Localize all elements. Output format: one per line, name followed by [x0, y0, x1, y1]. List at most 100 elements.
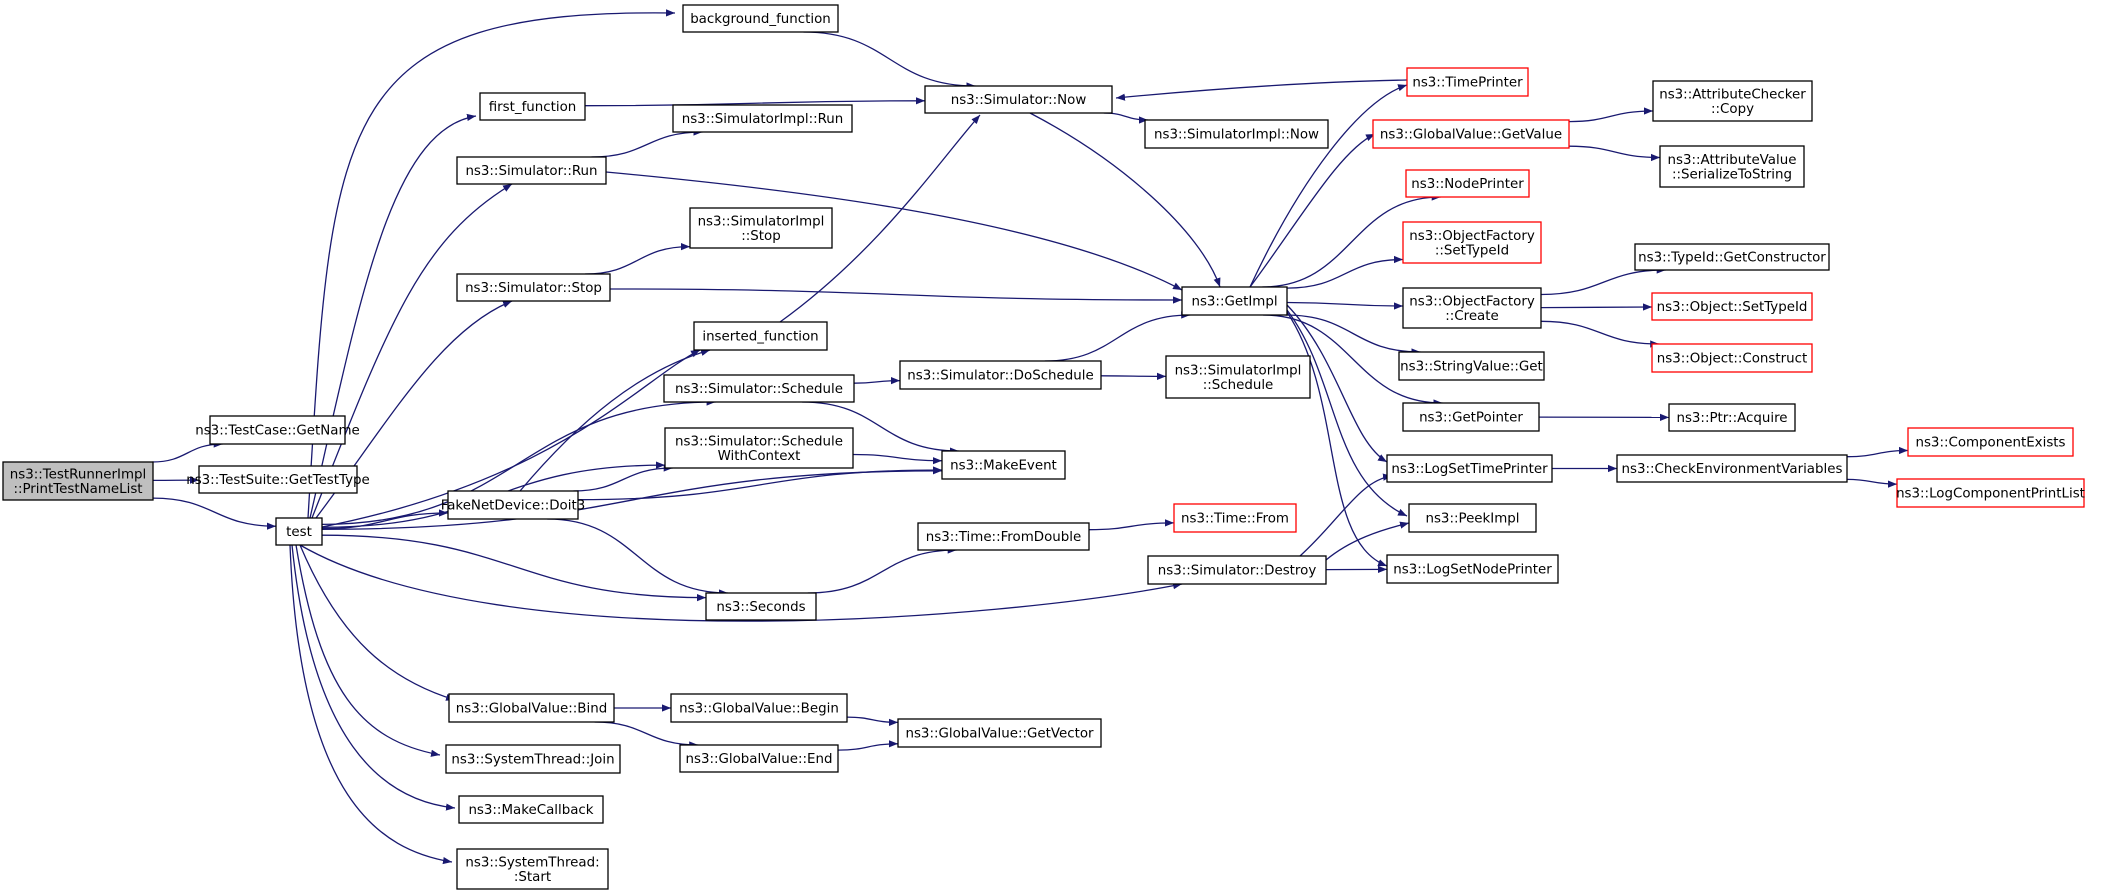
function-node[interactable]: ns3::Simulator::Destroy: [1147, 555, 1327, 585]
function-node[interactable]: ns3::TestSuite::GetTestType: [186, 465, 370, 494]
function-node[interactable]: ns3::ComponentExists: [1907, 427, 2074, 457]
node-label: ns3::LogComponentPrintList: [1896, 487, 2085, 502]
function-node[interactable]: ns3::Simulator::Stop: [456, 273, 611, 302]
function-node[interactable]: ns3::SimulatorImpl::Stop: [689, 207, 833, 249]
node-label: ns3::SimulatorImpl: [698, 214, 825, 229]
function-node[interactable]: ns3::Seconds: [705, 592, 817, 621]
function-node[interactable]: ns3::SystemThread::Join: [445, 744, 621, 774]
function-node[interactable]: ns3::MakeCallback: [458, 795, 604, 824]
node-label: ns3::GlobalValue::GetVector: [905, 727, 1094, 742]
node-label: ns3::SimulatorImpl::Now: [1154, 128, 1319, 143]
call-edge-n44-n45: [1100, 372, 1167, 380]
node-box: [1651, 343, 1813, 373]
function-node[interactable]: ns3::MakeEvent: [941, 450, 1066, 480]
call-edge-n6-n18: [1286, 301, 1404, 310]
call-edge-n18-n21: [1540, 320, 1660, 348]
function-node[interactable]: ns3::Simulator::Run: [456, 156, 607, 185]
node-label: inserted_function: [702, 330, 818, 345]
node-label: ::Copy: [1711, 102, 1754, 117]
node-box: [1402, 402, 1540, 432]
function-node[interactable]: ns3::GetImpl: [1181, 286, 1288, 316]
function-node[interactable]: ns3::GlobalValue::End: [679, 744, 839, 773]
node-label: background_function: [690, 12, 831, 27]
node-label: first_function: [489, 100, 577, 115]
node-box: [941, 450, 1066, 480]
function-node[interactable]: ns3::Object::SetTypeId: [1651, 292, 1813, 321]
function-node[interactable]: ns3::SimulatorImpl::Schedule: [1165, 355, 1311, 399]
function-node: ns3::TestRunnerImpl::PrintTestNameList: [2, 461, 154, 501]
node-label: ns3::GetPointer: [1419, 411, 1523, 426]
node-label: ns3::SimulatorImpl: [1175, 363, 1302, 378]
call-edge-n46-n6: [609, 288, 1183, 304]
function-node[interactable]: background_function: [682, 4, 839, 33]
node-label: ::PrintTestNameList: [13, 482, 142, 497]
function-node[interactable]: first_function: [479, 92, 586, 121]
node-box: [1616, 454, 1848, 483]
node-label: ns3::Simulator::Schedule: [675, 382, 843, 397]
call-edge-n3-n34: [309, 113, 477, 519]
function-node[interactable]: ns3::GlobalValue::Bind: [448, 693, 615, 723]
node-label: ns3::MakeCallback: [468, 803, 593, 818]
function-node[interactable]: ns3::AttributeValue::SerializeToString: [1659, 145, 1805, 188]
function-node[interactable]: ns3::Time::FromDouble: [917, 522, 1090, 551]
node-label: ns3::GlobalValue::Bind: [456, 702, 607, 717]
function-node[interactable]: ns3::GlobalValue::Begin: [670, 693, 848, 723]
call-edge-n30-n31: [807, 546, 957, 594]
call-edge-n3-n43: [321, 398, 716, 526]
function-node[interactable]: ns3::GlobalValue::GetVector: [897, 718, 1102, 748]
function-node[interactable]: ns3::GetPointer: [1402, 402, 1540, 432]
function-node[interactable]: ns3::Ptr::Acquire: [1668, 403, 1796, 432]
function-node[interactable]: ns3::ObjectFactory::SetTypeId: [1402, 221, 1542, 264]
function-node[interactable]: ns3::TypeId::GetConstructor: [1634, 243, 1830, 271]
function-node[interactable]: ns3::GlobalValue::GetValue: [1372, 119, 1570, 149]
call-edge-n34-n5: [584, 97, 926, 107]
node-box: [693, 321, 828, 351]
function-node[interactable]: ns3::AttributeChecker::Copy: [1652, 80, 1813, 122]
function-node[interactable]: ns3::Object::Construct: [1651, 343, 1813, 373]
function-node[interactable]: ns3::NodePrinter: [1405, 169, 1530, 198]
node-box: [1896, 478, 2085, 508]
call-edge-n6-n22: [1285, 314, 1421, 356]
node-box: [663, 374, 855, 403]
node-box: [1144, 119, 1329, 149]
function-node[interactable]: ns3::StringValue::Get: [1398, 351, 1545, 381]
node-box: [458, 795, 604, 824]
function-node[interactable]: ns3::Time::From: [1173, 503, 1297, 533]
function-node[interactable]: FakeNetDevice::Doit3: [441, 490, 586, 520]
function-node[interactable]: ns3::LogSetNodePrinter: [1386, 554, 1559, 584]
call-edge-n3-n28: [321, 349, 701, 528]
call-edge-n3-n30: [321, 534, 707, 602]
node-label: ns3::CheckEnvironmentVariables: [1622, 462, 1843, 477]
function-node[interactable]: ns3::Simulator::Schedule: [663, 374, 855, 403]
function-node[interactable]: ns3::Simulator::DoSchedule: [899, 360, 1102, 390]
function-node[interactable]: ns3::Simulator::Now: [924, 85, 1113, 114]
call-edge-n18-n20: [1540, 303, 1653, 311]
function-node[interactable]: ns3::SimulatorImpl::Run: [672, 104, 853, 133]
call-edge-n40-n25: [1325, 521, 1410, 561]
function-node[interactable]: ns3::ObjectFactory::Create: [1402, 287, 1542, 329]
node-box: [1652, 80, 1813, 122]
call-edge-n3-n40: [299, 544, 1183, 622]
node-box: [2, 461, 154, 501]
node-label: ns3::StringValue::Get: [1400, 360, 1543, 375]
call-edge-n6-n7: [1249, 133, 1376, 288]
node-label: ::Stop: [741, 229, 780, 244]
function-node[interactable]: test: [275, 517, 323, 546]
function-node[interactable]: ns3::TestCase::GetName: [195, 415, 360, 445]
function-node[interactable]: ns3::TimePrinter: [1406, 67, 1529, 97]
function-node[interactable]: ns3::SystemThread::Start: [456, 848, 609, 890]
node-box: [456, 273, 611, 302]
function-node[interactable]: ns3::SimulatorImpl::Now: [1144, 119, 1329, 149]
node-box: [1386, 554, 1559, 584]
function-node[interactable]: ns3::LogSetTimePrinter: [1386, 454, 1553, 483]
call-edge-n41-n6: [605, 171, 1183, 291]
function-node[interactable]: ns3::PeekImpl: [1408, 503, 1537, 533]
function-node[interactable]: ns3::LogComponentPrintList: [1896, 478, 2085, 508]
function-node[interactable]: inserted_function: [693, 321, 828, 351]
call-edge-n35-n38: [594, 721, 699, 749]
node-label: ns3::SystemThread:: [465, 855, 599, 870]
function-node[interactable]: ns3::CheckEnvironmentVariables: [1616, 454, 1848, 483]
node-box: [1165, 355, 1311, 399]
node-label: ns3::GlobalValue::GetValue: [1380, 128, 1562, 143]
